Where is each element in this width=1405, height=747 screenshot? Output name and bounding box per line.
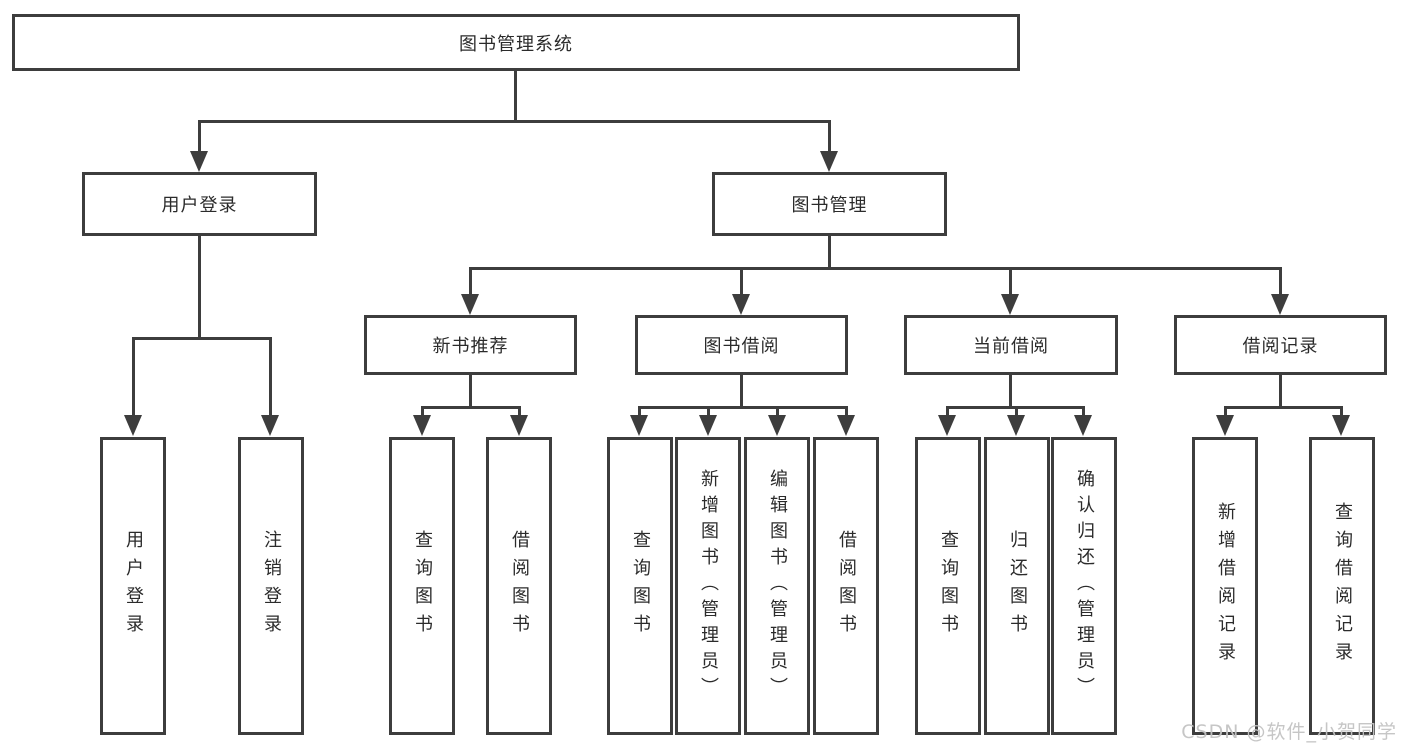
connector-segment [740, 375, 743, 409]
connector-segment [1279, 267, 1282, 295]
node-book-borrowing: 图书借阅 [635, 315, 848, 375]
arrow-down-icon [768, 415, 786, 436]
arrow-down-icon [124, 415, 142, 436]
node-return-book: 归还图书 [984, 437, 1050, 735]
node-query-book-current: 查询图书 [915, 437, 981, 735]
arrow-down-icon [938, 415, 956, 436]
arrow-down-icon [1007, 415, 1025, 436]
arrow-down-icon [699, 415, 717, 436]
node-borrow-book-recommend: 借阅图书 [486, 437, 552, 735]
node-new-book-recommendation: 新书推荐 [364, 315, 577, 375]
connector-segment [638, 406, 848, 409]
connector-segment [1340, 406, 1343, 417]
connector-segment [845, 406, 848, 417]
connector-segment [132, 337, 272, 340]
arrow-down-icon [837, 415, 855, 436]
connector-segment [828, 120, 831, 153]
node-user-login-action: 用户登录 [100, 437, 166, 735]
node-add-book-admin: 新增图书（管理员） [675, 437, 741, 735]
connector-segment [1015, 406, 1018, 417]
node-query-book-recommend: 查询图书 [389, 437, 455, 735]
connector-segment [740, 267, 743, 295]
node-confirm-return-admin: 确认归还（管理员） [1051, 437, 1117, 735]
arrow-down-icon [261, 415, 279, 436]
node-user-login: 用户登录 [82, 172, 317, 236]
arrow-down-icon [190, 151, 208, 172]
node-query-borrow-record: 查询借阅记录 [1309, 437, 1375, 735]
connector-segment [198, 120, 831, 123]
connector-segment [514, 70, 517, 122]
node-logout-action: 注销登录 [238, 437, 304, 735]
node-edit-book-admin: 编辑图书（管理员） [744, 437, 810, 735]
arrow-down-icon [413, 415, 431, 436]
connector-segment [421, 406, 424, 417]
connector-segment [518, 406, 521, 417]
arrow-down-icon [630, 415, 648, 436]
node-add-borrow-record: 新增借阅记录 [1192, 437, 1258, 735]
node-query-book-borrow: 查询图书 [607, 437, 673, 735]
node-current-borrowing: 当前借阅 [904, 315, 1118, 375]
node-borrowing-records: 借阅记录 [1174, 315, 1387, 375]
arrow-down-icon [732, 294, 750, 315]
arrow-down-icon [820, 151, 838, 172]
connector-segment [707, 406, 710, 417]
connector-segment [828, 236, 831, 269]
connector-segment [1224, 406, 1343, 409]
connector-segment [421, 406, 521, 409]
watermark: CSDN @软件_小贺同学 [1181, 721, 1397, 743]
connector-segment [946, 406, 949, 417]
arrow-down-icon [1074, 415, 1092, 436]
connector-segment [638, 406, 641, 417]
arrow-down-icon [510, 415, 528, 436]
connector-segment [269, 337, 272, 416]
connector-segment [1082, 406, 1085, 417]
arrow-down-icon [1001, 294, 1019, 315]
connector-segment [469, 375, 472, 409]
arrow-down-icon [1332, 415, 1350, 436]
connector-segment [1009, 375, 1012, 409]
connector-segment [776, 406, 779, 417]
arrow-down-icon [1216, 415, 1234, 436]
connector-segment [1279, 375, 1282, 409]
node-library-system: 图书管理系统 [12, 14, 1020, 71]
connector-segment [1224, 406, 1227, 417]
arrow-down-icon [461, 294, 479, 315]
node-borrow-book: 借阅图书 [813, 437, 879, 735]
connector-segment [198, 120, 201, 153]
connector-segment [132, 337, 135, 416]
connector-segment [198, 236, 201, 340]
connector-segment [469, 267, 1282, 270]
connector-segment [469, 267, 472, 295]
node-book-management: 图书管理 [712, 172, 947, 236]
connector-segment [1009, 267, 1012, 295]
arrow-down-icon [1271, 294, 1289, 315]
